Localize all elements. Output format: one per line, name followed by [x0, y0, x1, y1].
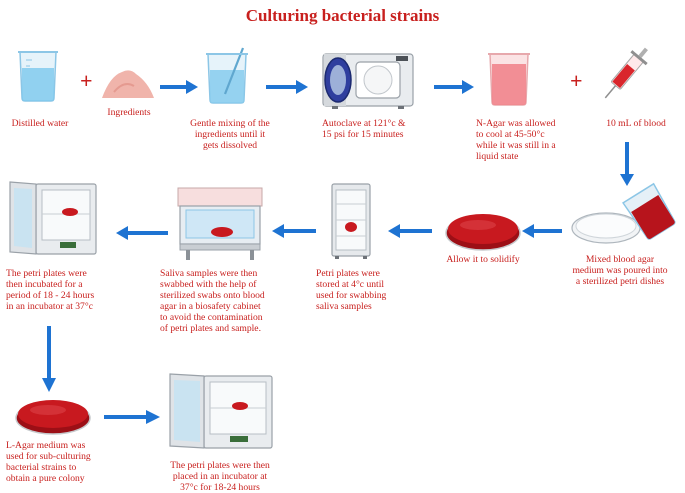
arrow-left-icon — [116, 226, 168, 240]
arrow-right-icon — [104, 410, 160, 424]
arrow-right-icon — [266, 80, 308, 94]
incubator-icon — [9, 181, 97, 255]
powder-pile-icon — [102, 70, 154, 98]
arrow-down-icon — [620, 142, 634, 186]
arrow-left-icon — [522, 224, 562, 238]
label-incubated-37c: The petri plates were then incubated for… — [6, 268, 95, 312]
plus-sign: + — [570, 68, 583, 93]
beaker-water-icon — [18, 51, 58, 102]
refrigerator-icon — [331, 183, 371, 259]
petri-dish-icon — [445, 214, 521, 251]
arrow-right-icon — [160, 80, 198, 94]
beaker-stirring-icon — [206, 47, 248, 104]
arrow-down-icon — [42, 326, 56, 392]
biosafety-cabinet-icon — [177, 187, 263, 260]
beaker-agar-icon — [488, 53, 530, 106]
label-nagar-cool: N-Agar was allowed to cool at 45-50°c wh… — [476, 118, 556, 162]
label-lagar-subculture: L-Agar medium was used for sub-culturing… — [6, 440, 91, 484]
label-ingredients: Ingredients — [107, 107, 151, 118]
label-distilled-water: Distilled water — [11, 118, 69, 129]
label-blood: 10 mL of blood — [606, 118, 666, 129]
syringe-icon — [604, 47, 648, 99]
label-solidify: Allow it to solidify — [446, 254, 520, 265]
label-saliva-swabbed: Saliva samples were then swabbed with th… — [160, 268, 265, 334]
incubator-icon — [169, 373, 273, 449]
label-autoclave: Autoclave at 121°c & 15 psi for 15 minut… — [322, 118, 406, 140]
label-stored-4c: Petri plates were stored at 4°c until us… — [316, 268, 387, 312]
autoclave-icon — [322, 53, 414, 109]
label-incubator-final: The petri plates were then placed in an … — [170, 460, 270, 493]
arrow-left-icon — [388, 224, 432, 238]
pouring-beaker-icon — [571, 182, 676, 244]
arrow-left-icon — [272, 224, 316, 238]
arrow-right-icon — [434, 80, 474, 94]
label-gentle-mixing: Gentle mixing of the ingredients until i… — [190, 118, 270, 151]
petri-dish-icon — [15, 400, 91, 435]
plus-sign: + — [80, 68, 93, 93]
diagram-title: Culturing bacterial strains — [245, 6, 440, 25]
label-mixed-blood-agar: Mixed blood agar medium was poured into … — [572, 254, 668, 287]
